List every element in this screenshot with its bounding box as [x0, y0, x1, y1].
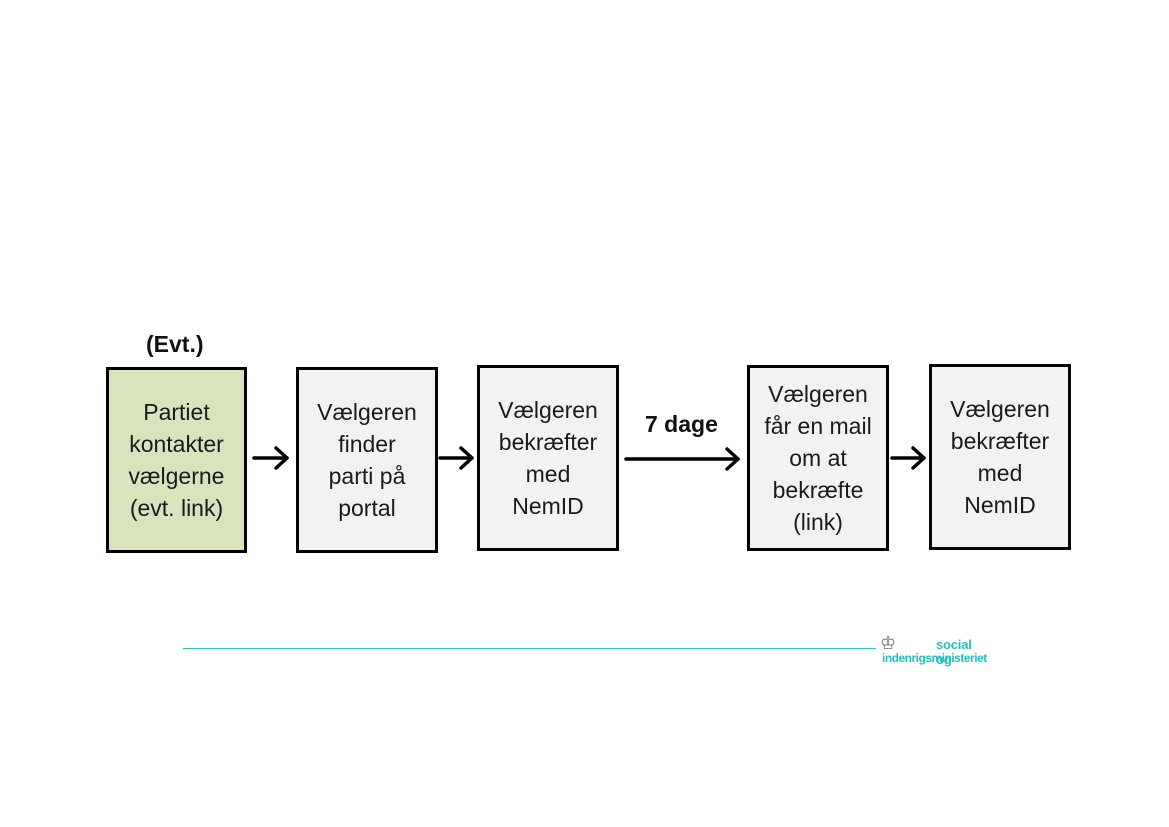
step-2-line: parti på — [328, 463, 406, 489]
step-3-line: NemID — [512, 493, 584, 519]
step-box-4: Vælgeren får en mail om at bekræfte (lin… — [747, 365, 889, 551]
step-3-line: Vælgeren — [498, 397, 598, 423]
step-1-line: Partiet — [143, 399, 210, 425]
ministry-logo: ♔ social og indenrigsministeriet — [880, 634, 990, 668]
arrow-4-icon — [890, 446, 926, 470]
optional-note: (Evt.) — [146, 331, 204, 357]
step-3-line: med — [525, 461, 571, 487]
step-box-2: Vælgeren finder parti på portal — [296, 367, 438, 553]
arrow-3-icon — [624, 447, 740, 471]
footer-divider — [183, 648, 876, 649]
logo-line-2: indenrigsministeriet — [882, 651, 987, 665]
step-1-line: kontakter — [129, 431, 224, 457]
step-5-line: med — [977, 460, 1023, 486]
arrow-1-icon — [252, 446, 289, 470]
step-5-line: bekræfter — [950, 428, 1050, 454]
step-4-line: bekræfte — [772, 477, 864, 503]
delay-label: 7 dage — [645, 411, 718, 437]
arrow-2-icon — [438, 446, 474, 470]
step-5-line: Vælgeren — [950, 396, 1050, 422]
step-box-3: Vælgeren bekræfter med NemID — [477, 365, 619, 551]
crown-icon: ♔ — [880, 633, 897, 653]
step-4-line: får en mail — [764, 413, 872, 439]
step-2-line: portal — [338, 495, 396, 521]
step-2-line: finder — [338, 431, 396, 457]
step-2-line: Vælgeren — [317, 399, 417, 425]
step-4-line: (link) — [793, 509, 843, 535]
step-1-line: (evt. link) — [129, 495, 224, 521]
step-5-line: NemID — [964, 492, 1036, 518]
step-box-5: Vælgeren bekræfter med NemID — [929, 364, 1071, 550]
step-1-line: vælgerne — [128, 463, 225, 489]
logo-line-1: social og — [936, 637, 972, 667]
step-4-line: om at — [789, 445, 847, 471]
step-3-line: bekræfter — [498, 429, 598, 455]
step-box-1: Partiet kontakter vælgerne (evt. link) — [106, 367, 247, 553]
step-4-line: Vælgeren — [768, 381, 868, 407]
